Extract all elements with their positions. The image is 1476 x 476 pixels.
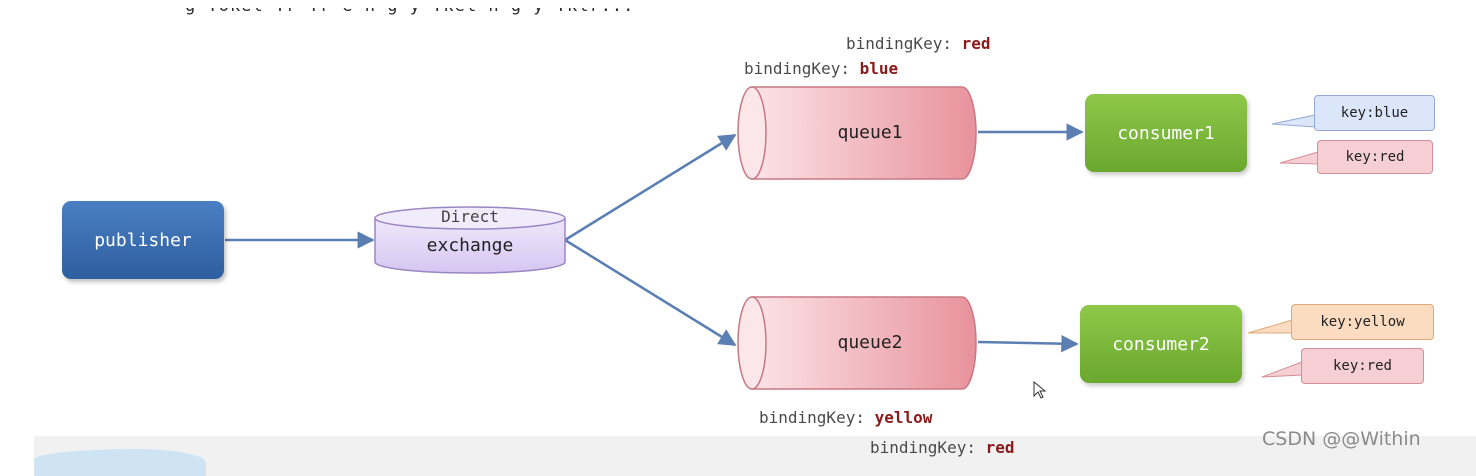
queue1-label: queue1 [837,122,903,143]
queue2-label: queue2 [837,332,903,353]
exchange-label: exchange [426,235,514,256]
watermark: CSDN @@Within [1262,428,1421,450]
consumer2-node: consumer2 [1080,305,1242,383]
callout-tail-yellow [1247,319,1293,334]
binding-key-q2-yellow: bindingKey: yellow [759,408,933,427]
message-tag-red-consumer1: key:red [1317,140,1433,174]
arrow-exchange-queue2 [564,238,737,347]
exchange-cylinder [374,206,566,274]
message-tag-red-consumer2: key:red [1301,348,1424,384]
queue1-cylinder [737,86,977,180]
consumer2-label: consumer2 [1112,333,1210,355]
clipped-header-text: g Tokel Tr Tr e n g y Tkel n g y Tklr... [185,8,845,22]
binding-key-q1-blue: bindingKey: blue [744,59,899,78]
binding-key-q2-red: bindingKey: red [870,438,1015,457]
bottom-strip [34,436,1476,476]
mouse-cursor-icon [1033,380,1047,399]
decorative-wave [34,449,206,476]
exchange-type-label: Direct [441,207,499,226]
queue2-cylinder [737,296,977,390]
callout-tail-red-2 [1261,361,1303,378]
binding-key-q1-red: bindingKey: red [846,34,991,53]
callout-tail-blue [1271,114,1316,128]
callout-tail-red-1 [1279,151,1319,165]
message-tag-blue: key:blue [1314,95,1435,131]
message-tag-yellow: key:yellow [1291,304,1434,340]
arrow-queue2-consumer2 [977,334,1079,353]
consumer1-node: consumer1 [1085,94,1247,172]
publisher-node: publisher [62,201,224,279]
arrow-exchange-queue1 [564,133,737,242]
consumer1-label: consumer1 [1117,122,1215,144]
publisher-label: publisher [94,229,192,251]
